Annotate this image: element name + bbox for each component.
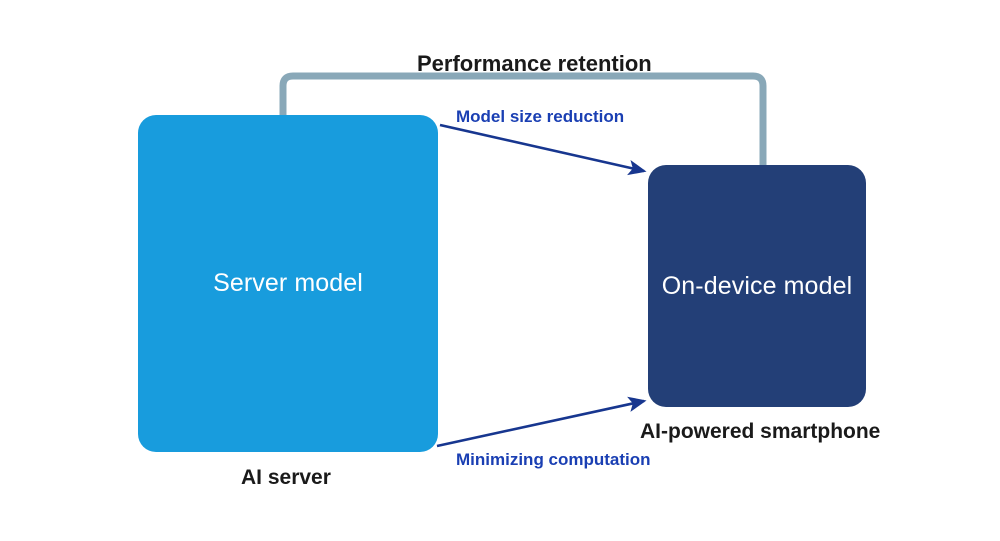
node-server-model[interactable]: Server model xyxy=(138,115,438,452)
node-server-model-label: Server model xyxy=(213,269,363,297)
connector-label-minimizing-computation: Minimizing computation xyxy=(456,450,651,469)
connector-performance-retention xyxy=(279,72,767,168)
node-caption-ai-server: AI server xyxy=(241,466,331,489)
connector-label-model-size-reduction: Model size reduction xyxy=(456,107,625,126)
connector-minimizing-computation xyxy=(436,396,647,448)
connector-label-performance-retention: Performance retention xyxy=(417,51,652,76)
node-on-device-model-label: On-device model xyxy=(661,271,853,300)
node-on-device-model[interactable]: On-device model xyxy=(648,165,866,407)
node-caption-ai-powered-smartphone: AI-powered smartphone xyxy=(640,420,881,443)
connector-model-size-reduction xyxy=(439,123,647,176)
